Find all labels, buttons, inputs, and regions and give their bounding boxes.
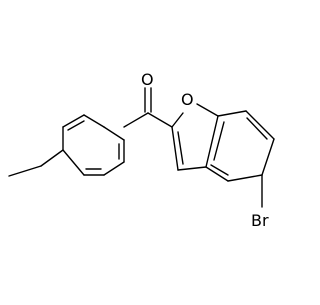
benzo-bond-c6-c5 [261, 138, 275, 176]
benzo-bond-c7-c6 [245, 110, 275, 140]
phenyl-ring [62, 114, 125, 176]
phenyl-bond-6 [103, 161, 125, 176]
bond-carbonyl-furan [147, 112, 173, 128]
structure-canvas: O O Br [8, 70, 275, 230]
atom-oxygen-carbonyl: O [141, 70, 154, 89]
furan-ring: O [171, 90, 219, 171]
benzo-ring [205, 110, 275, 182]
phenyl-bond-4 [103, 126, 125, 141]
bromo-substituent: Br [251, 174, 269, 230]
furan-double-c2-c3 [177, 131, 184, 165]
molecule-structure: O O Br [8, 70, 275, 230]
phenyl-bond-3 [83, 114, 105, 128]
furan-bond-o-c7a [196, 103, 219, 117]
phenyl-double-1 [67, 120, 85, 131]
benzo-double-2 [210, 164, 229, 176]
phenyl-bond-8 [62, 149, 85, 176]
phenyl-bond-2 [62, 114, 85, 128]
atom-bromine: Br [251, 211, 269, 230]
benzo-bond-c4-c3a [205, 166, 229, 182]
furan-bond-c2-o [171, 112, 184, 128]
benzo-bond-c5-c4 [227, 174, 263, 182]
carbonyl-group: O [123, 70, 173, 128]
furan-bond-c3-c3a [177, 166, 207, 171]
bond-methylene [40, 149, 64, 167]
bond-methyl [8, 165, 42, 177]
bond-phenyl-carbonyl [123, 112, 149, 128]
benzo-double-1 [246, 117, 268, 140]
benzo-double-3 [213, 121, 225, 161]
benzo-bond-c3a-c7a [205, 115, 219, 168]
ethyl-group [8, 149, 64, 177]
furan-bond-c2-c3 [171, 126, 179, 171]
atom-oxygen-ring: O [181, 90, 194, 109]
benzo-bond-c7a-c7 [217, 110, 247, 117]
